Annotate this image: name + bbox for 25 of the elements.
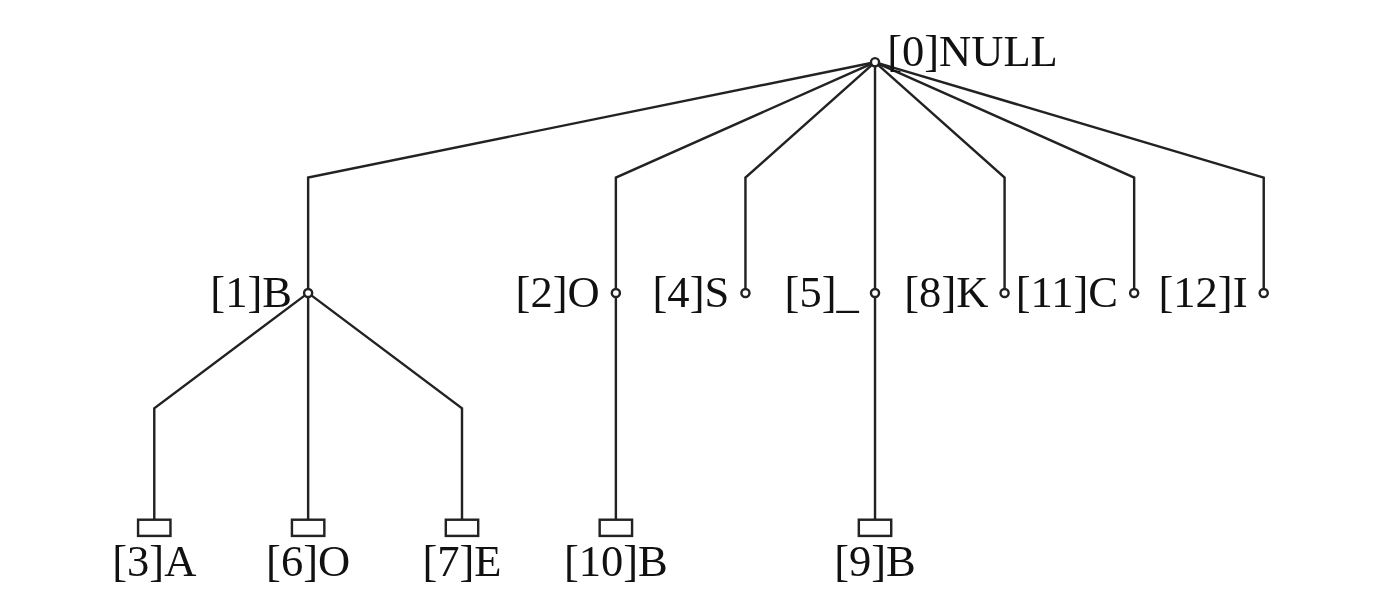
connector-line [744, 63, 873, 289]
connector-line [878, 62, 1136, 289]
node-label: [2]O [515, 266, 600, 317]
connector-line [873, 65, 877, 289]
node-label: [0]NULL [887, 25, 1058, 76]
connector-line [873, 296, 877, 520]
connector-line [614, 62, 872, 289]
connector-line [306, 296, 310, 520]
node-label: [3]A [112, 535, 197, 586]
node-label: [8]K [904, 266, 989, 317]
connector-line [877, 63, 1006, 289]
connector-line [878, 61, 1265, 289]
node-label: [7]E [422, 535, 502, 586]
node-label: [1]B [210, 266, 292, 317]
connector-line [614, 296, 618, 520]
node-label: [11]C [1015, 266, 1118, 317]
connector-line [153, 293, 306, 520]
connector-line [310, 293, 464, 520]
node-label: [6]O [266, 535, 351, 586]
node-label: [12]I [1158, 266, 1248, 317]
node-label: [9]B [834, 535, 916, 586]
node-label: [10]B [563, 535, 668, 586]
node-label: [5]_ [784, 266, 859, 317]
connector-line [306, 61, 872, 289]
node-label: [4]S [652, 266, 730, 317]
